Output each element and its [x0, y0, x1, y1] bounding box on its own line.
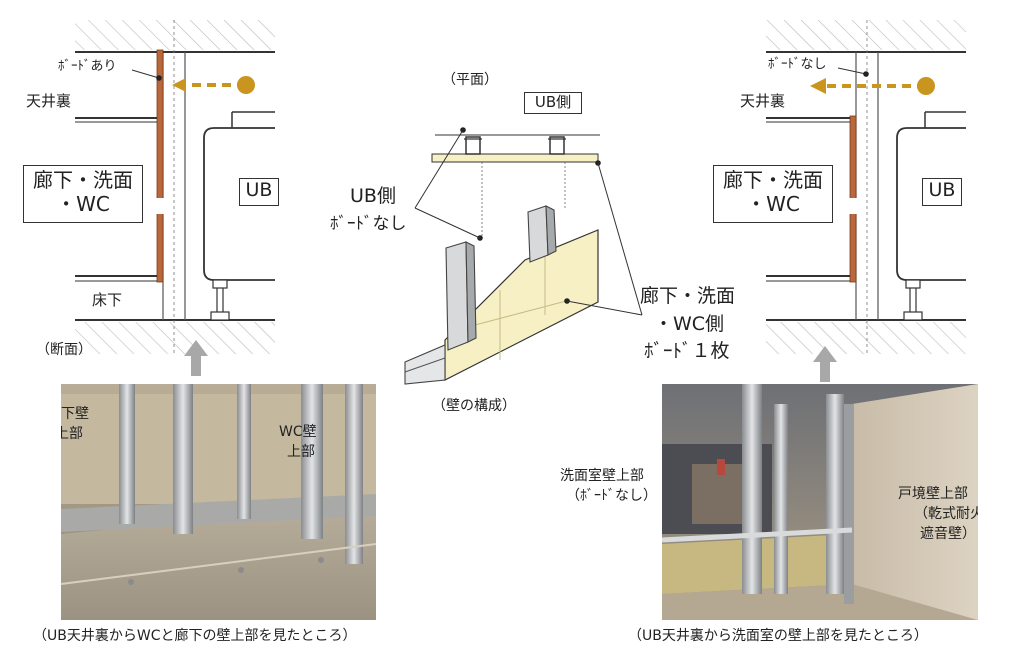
center-caption: （壁の構成） — [432, 398, 516, 414]
left-room-label-line1: 廊下・洗面 — [33, 168, 133, 192]
left-photo-label-wc-2: 上部 — [287, 444, 315, 460]
right-photo: 戸境壁上部 （乾式耐火 遮音壁） — [662, 384, 978, 620]
center-ub-side-tag: UB側 — [524, 92, 582, 114]
left-photo-illustration — [61, 384, 376, 620]
left-photo-caption: （UB天井裏からWCと廊下の壁上部を見たところ） — [33, 628, 357, 644]
left-room-label: 廊下・洗面 ・WC — [23, 165, 143, 223]
right-ub-label: UB — [922, 178, 962, 206]
right-board-label: ﾎﾞｰﾄﾞなし — [768, 57, 827, 72]
center-plan-label: （平面） — [442, 72, 498, 88]
left-photo: 廊下壁 上部 WC壁 上部 — [61, 384, 376, 620]
center-ub-side-note-1: UB側 — [350, 185, 396, 207]
left-section-label: （断面） — [36, 342, 92, 358]
right-photo-illustration — [662, 384, 978, 620]
right-room-label: 廊下・洗面 ・WC — [713, 165, 833, 223]
right-photo-label-wash-2: （ﾎﾞｰﾄﾞなし） — [566, 488, 657, 505]
center-corridor-note-1: 廊下・洗面 — [640, 285, 736, 307]
center-corridor-note-2: ・WC側 — [654, 313, 725, 335]
left-board-label: ﾎﾞｰﾄﾞあり — [58, 59, 117, 74]
right-room-label-line2: ・WC — [746, 192, 800, 216]
right-photo-caption: （UB天井裏から洗面室の壁上部を見たところ） — [628, 628, 928, 644]
left-photo-label-corridor-1: 廊下壁 — [61, 406, 89, 422]
center-corridor-note-3: ﾎﾞｰﾄﾞ１枚 — [644, 340, 730, 362]
right-photo-label-wash-1: 洗面室壁上部 — [560, 468, 644, 485]
right-photo-label-boundary-2: （乾式耐火 — [914, 506, 978, 522]
left-photo-label-corridor-2: 上部 — [61, 426, 83, 442]
left-ub-label: UB — [239, 178, 279, 206]
left-room-label-line2: ・WC — [56, 192, 110, 216]
right-photo-label-boundary-3: 遮音壁） — [920, 526, 976, 542]
left-ceiling-label: 天井裏 — [26, 92, 72, 110]
right-ceiling-label: 天井裏 — [740, 92, 786, 110]
center-ub-side-note-2: ﾎﾞｰﾄﾞなし — [330, 214, 407, 234]
left-photo-label-wc-1: WC壁 — [279, 424, 317, 440]
right-photo-label-boundary-1: 戸境壁上部 — [898, 486, 968, 502]
left-floor-label: 床下 — [92, 291, 123, 309]
right-room-label-line1: 廊下・洗面 — [723, 168, 823, 192]
